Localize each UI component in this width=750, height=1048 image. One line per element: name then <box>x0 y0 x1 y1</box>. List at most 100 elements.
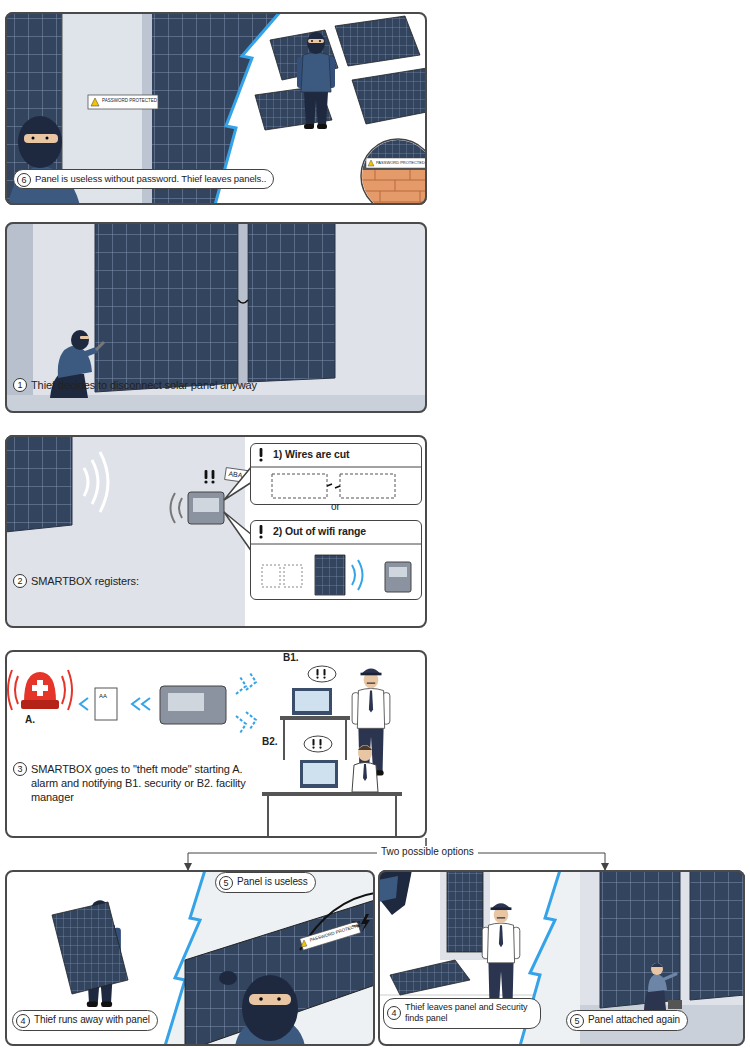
device-tag: AA <box>99 693 107 700</box>
theft-mode-scene <box>303 763 335 784</box>
theft-mode-scene <box>316 669 318 679</box>
password-scene <box>361 169 427 205</box>
theft-mode-scene <box>95 688 117 720</box>
detection-scene <box>340 474 395 498</box>
password-scene <box>366 158 427 168</box>
theft-mode-scene <box>21 700 59 709</box>
password-scene <box>352 68 427 124</box>
sticker-text: PASSWORD PROTECTED <box>376 161 425 166</box>
callout-number: 5 <box>219 876 233 890</box>
runaway-scene <box>242 975 298 1041</box>
recovery-scene <box>690 870 745 1000</box>
caption-pill: Panel is useless without password. Thief… <box>13 169 274 189</box>
password-scene <box>32 137 35 140</box>
runaway-scene <box>249 994 291 1005</box>
part-letter: B1. <box>283 652 299 664</box>
password-scene <box>368 160 374 166</box>
recovery-scene <box>520 870 745 1046</box>
password-scene <box>361 139 427 205</box>
comic-panel: Thief leaves panel and Security finds pa… <box>378 870 745 1046</box>
detection-scene <box>272 474 327 498</box>
recovery-scene <box>668 1000 682 1009</box>
theft-mode-scene <box>319 739 321 749</box>
detection-scene <box>224 512 252 552</box>
detection-scene <box>224 466 252 500</box>
theft-mode-scene <box>268 796 396 838</box>
part-letter: A. <box>25 714 35 726</box>
disconnect-scene <box>239 222 247 387</box>
theft-mode-scene <box>292 688 332 715</box>
comic-panel: Panel is useless without password. Thief… <box>5 12 427 205</box>
runaway-scene <box>165 870 375 1046</box>
theft-mode-scene <box>304 736 332 752</box>
bubble-heading: 1) Wires are cut <box>273 448 350 461</box>
runaway-scene <box>52 902 128 994</box>
theft-mode-scene <box>300 760 338 788</box>
theft-mode-scene <box>160 686 226 724</box>
callout-number: 3 <box>13 762 27 776</box>
theft-mode-scene <box>352 763 378 793</box>
theft-mode-scene <box>352 669 390 776</box>
disconnect-scene <box>80 336 89 339</box>
disconnect-scene <box>238 300 248 303</box>
disconnect-scene <box>95 222 238 392</box>
detection-scene <box>5 435 427 628</box>
disconnect-scene <box>80 350 96 356</box>
theft-mode-scene <box>312 739 314 749</box>
speech-bubble: 2) Out of wifi range <box>250 520 422 600</box>
theft-mode-scene <box>262 792 402 796</box>
theft-mode-scene <box>5 650 427 838</box>
comic-panel: SMARTBOX registers: 1) Wires are cut 2) Ou… <box>5 435 427 628</box>
detection-scene <box>352 560 363 590</box>
detection-scene <box>250 443 422 505</box>
detection-scene <box>193 498 219 512</box>
comic-panel: SMARTBOX goes to "theft mode" starting A… <box>5 650 427 838</box>
caption-text: SMARTBOX goes to "theft mode" starting A… <box>31 763 246 804</box>
detection-scene <box>204 470 207 484</box>
runaway-scene <box>185 900 375 1046</box>
detection-scene <box>5 435 245 628</box>
theft-mode-scene <box>358 745 372 761</box>
device-tag: ABA <box>228 470 243 480</box>
password-scene <box>361 139 427 169</box>
caption-pill: Thief runs away with panel <box>12 1010 158 1031</box>
detection-scene <box>284 565 302 587</box>
callout-number: 1 <box>13 378 27 392</box>
password-scene <box>5 12 427 205</box>
detection-scene <box>250 467 422 468</box>
recovery-scene <box>651 963 663 975</box>
disconnect-scene <box>5 222 427 413</box>
password-scene <box>361 169 427 202</box>
password-scene <box>88 95 158 109</box>
comic-panel: Thief decides to disconnect solar panel … <box>5 222 427 413</box>
detection-scene <box>5 435 72 532</box>
detection-scene <box>5 435 427 628</box>
detection-scene <box>171 493 183 523</box>
detection-scene <box>188 492 224 524</box>
theft-mode-scene <box>5 650 427 838</box>
detection-scene <box>250 544 422 545</box>
recovery-scene <box>378 870 745 1046</box>
connector-word: or <box>331 501 340 513</box>
password-scene <box>361 139 427 205</box>
branch-label: Two possible options <box>377 846 478 858</box>
caption-text: SMARTBOX registers: <box>31 575 139 589</box>
theft-mode-scene <box>358 746 372 751</box>
theft-mode-scene <box>236 673 256 694</box>
theft-mode-scene <box>295 691 329 711</box>
detection-scene <box>211 470 214 484</box>
caption-text: Thief decides to disconnect solar panel … <box>31 379 257 393</box>
password-scene <box>18 116 62 168</box>
theft-mode-scene <box>132 698 150 710</box>
recovery-scene <box>447 870 483 952</box>
detection-scene <box>327 484 340 488</box>
detection-scene <box>259 525 262 539</box>
recovery-scene <box>600 870 680 1008</box>
recovery-scene <box>662 974 676 980</box>
callout-number: 2 <box>13 574 27 588</box>
theft-mode-scene <box>24 672 56 702</box>
detection-scene <box>259 448 262 462</box>
